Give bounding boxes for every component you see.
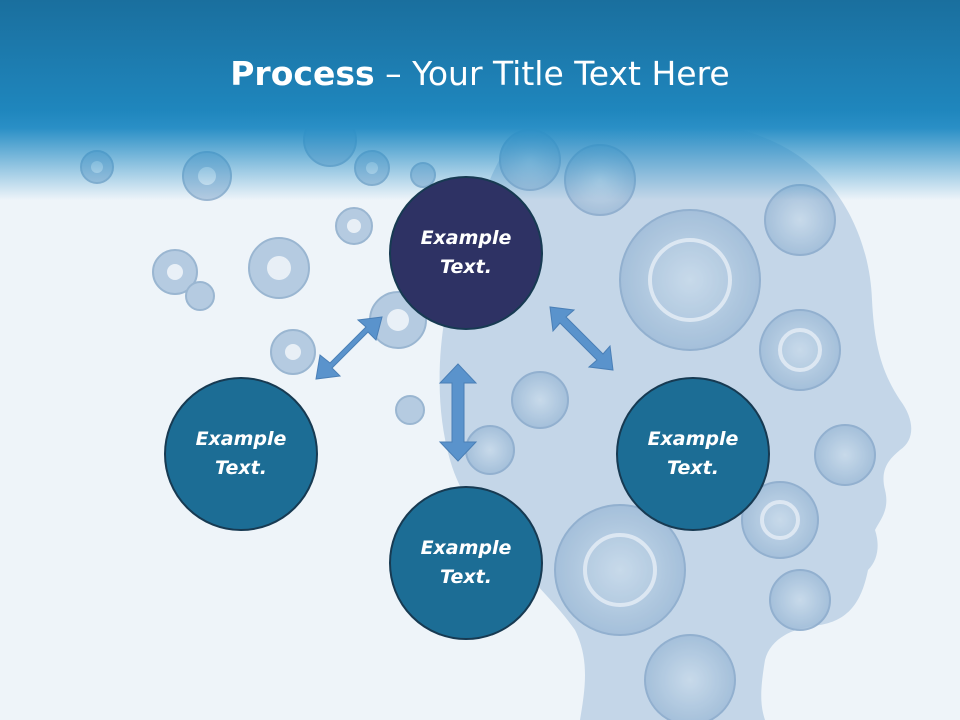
gear-icon (511, 371, 569, 429)
gear-icon (769, 569, 831, 631)
title-band (0, 0, 960, 200)
gear-icon (814, 424, 876, 486)
gear-icon (644, 634, 736, 720)
gear-icon (554, 504, 686, 636)
title-bold-text: Process (230, 54, 375, 93)
gear-icon (759, 309, 841, 391)
circle-bottom[interactable]: Example Text. (389, 486, 543, 640)
title-rest-text: – Your Title Text Here (374, 54, 730, 93)
double-arrow-icon[interactable] (438, 363, 478, 462)
gear-icon (619, 209, 761, 351)
double-arrow-icon[interactable] (549, 306, 614, 371)
circle-left[interactable]: Example Text. (164, 377, 318, 531)
circle-top[interactable]: Example Text. (389, 176, 543, 330)
gear-icon (395, 395, 425, 425)
slide-title[interactable]: Process – Your Title Text Here (0, 52, 960, 96)
circle-right[interactable]: Example Text. (616, 377, 770, 531)
gear-icon (741, 481, 819, 559)
double-arrow-icon[interactable] (315, 316, 383, 380)
gear-icon (185, 281, 215, 311)
